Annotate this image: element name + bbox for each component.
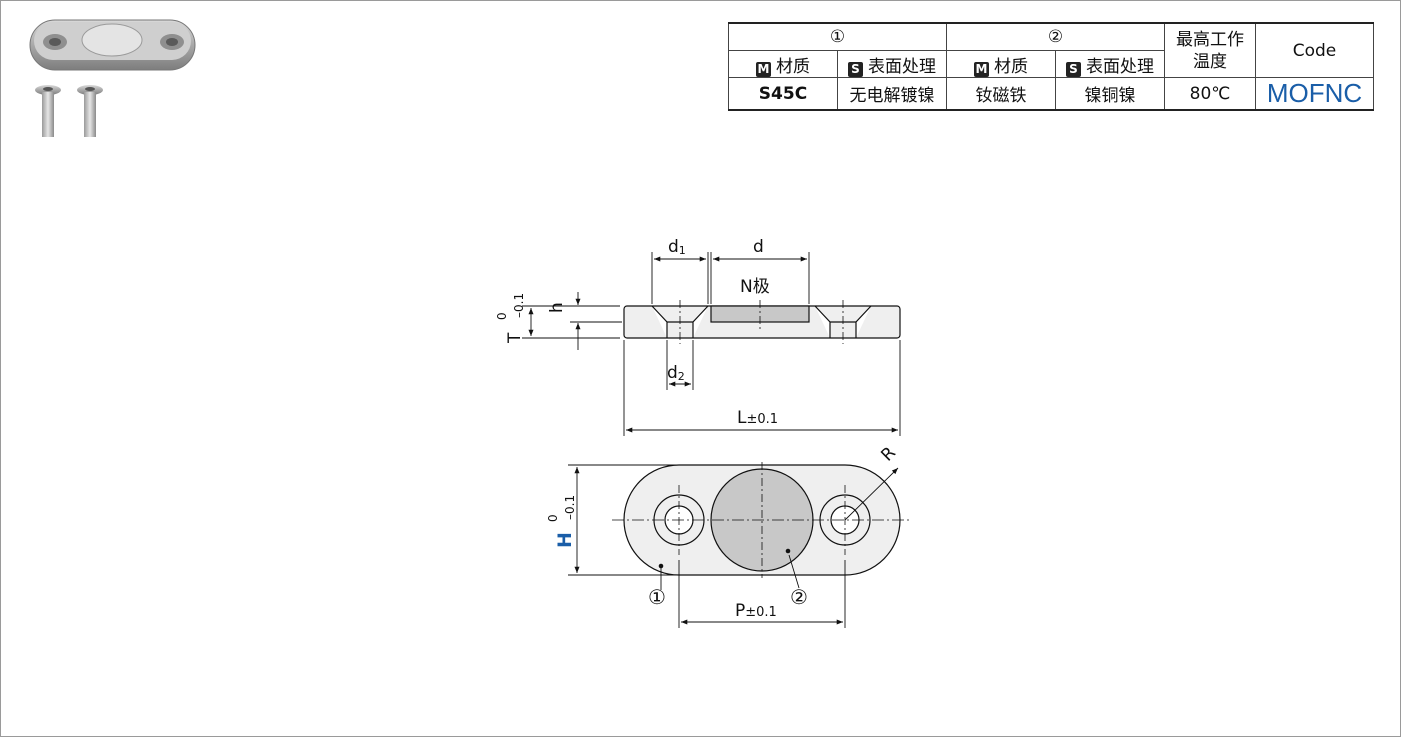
label-l: L±0.1 (737, 408, 778, 428)
side-view (623, 300, 901, 344)
side-labels: d1 d N极 h T 0 –0.1 d2 L±0.1 (495, 237, 778, 428)
cell-code[interactable]: MOFNC (1255, 77, 1374, 111)
product-photo (29, 19, 196, 137)
header-part1-surface: S 表面处理 (837, 50, 947, 78)
header-part1-material: M 材质 (728, 50, 838, 78)
material-badge-icon: M (974, 61, 989, 77)
label-h-tol-upper: 0 (546, 514, 560, 522)
cell-max-temp: 80℃ (1164, 77, 1256, 111)
cell-part2-surface: 镍铜镍 (1055, 77, 1165, 111)
screw-photo-1 (35, 85, 61, 137)
material-badge-icon: M (756, 61, 771, 77)
label-d: d (753, 237, 764, 257)
header-surface-label: 表面处理 (868, 56, 936, 77)
label-h: h (547, 302, 567, 313)
header-part2-surface: S 表面处理 (1055, 50, 1165, 78)
label-t-tol-upper: 0 (495, 312, 509, 320)
surface-badge-icon: S (1066, 61, 1081, 77)
label-d2: d2 (667, 363, 685, 383)
plate-photo (29, 19, 196, 71)
label-h-big: H (554, 532, 576, 548)
header-max-temp: 最高工作温度 (1164, 22, 1256, 78)
label-r: R (877, 443, 900, 466)
header-part2-material: M 材质 (946, 50, 1056, 78)
screw-photo-2 (77, 85, 103, 137)
side-dimensions (522, 252, 901, 436)
spec-table: ① ② 最高工作温度 Code M 材质 S 表面处理 M 材质 S 表面处理 S45C… (728, 22, 1374, 111)
top-view (612, 462, 910, 578)
header-material-label: 材质 (994, 56, 1028, 77)
top-dimensions (568, 464, 899, 628)
header-surface-label: 表面处理 (1086, 56, 1154, 77)
label-d1: d1 (668, 237, 686, 257)
label-h-tol-lower: –0.1 (563, 495, 577, 520)
header-material-label: 材质 (776, 56, 810, 77)
header-code: Code (1255, 22, 1374, 78)
cell-part1-surface: 无电解镀镍 (837, 77, 947, 111)
callout-2: ② (790, 585, 808, 609)
header-part2: ② (946, 22, 1165, 51)
label-t: T (505, 332, 525, 344)
label-t-tol-lower: –0.1 (512, 293, 526, 318)
callout-1: ① (648, 585, 666, 609)
label-n-pole: N极 (740, 277, 770, 297)
cell-part1-material: S45C (728, 77, 838, 111)
cell-part2-material: 钕磁铁 (946, 77, 1056, 111)
label-p: P±0.1 (735, 601, 777, 621)
header-part1: ① (728, 22, 947, 51)
surface-badge-icon: S (848, 61, 863, 77)
top-labels: R H 0 –0.1 ① ② P±0.1 (546, 443, 900, 621)
